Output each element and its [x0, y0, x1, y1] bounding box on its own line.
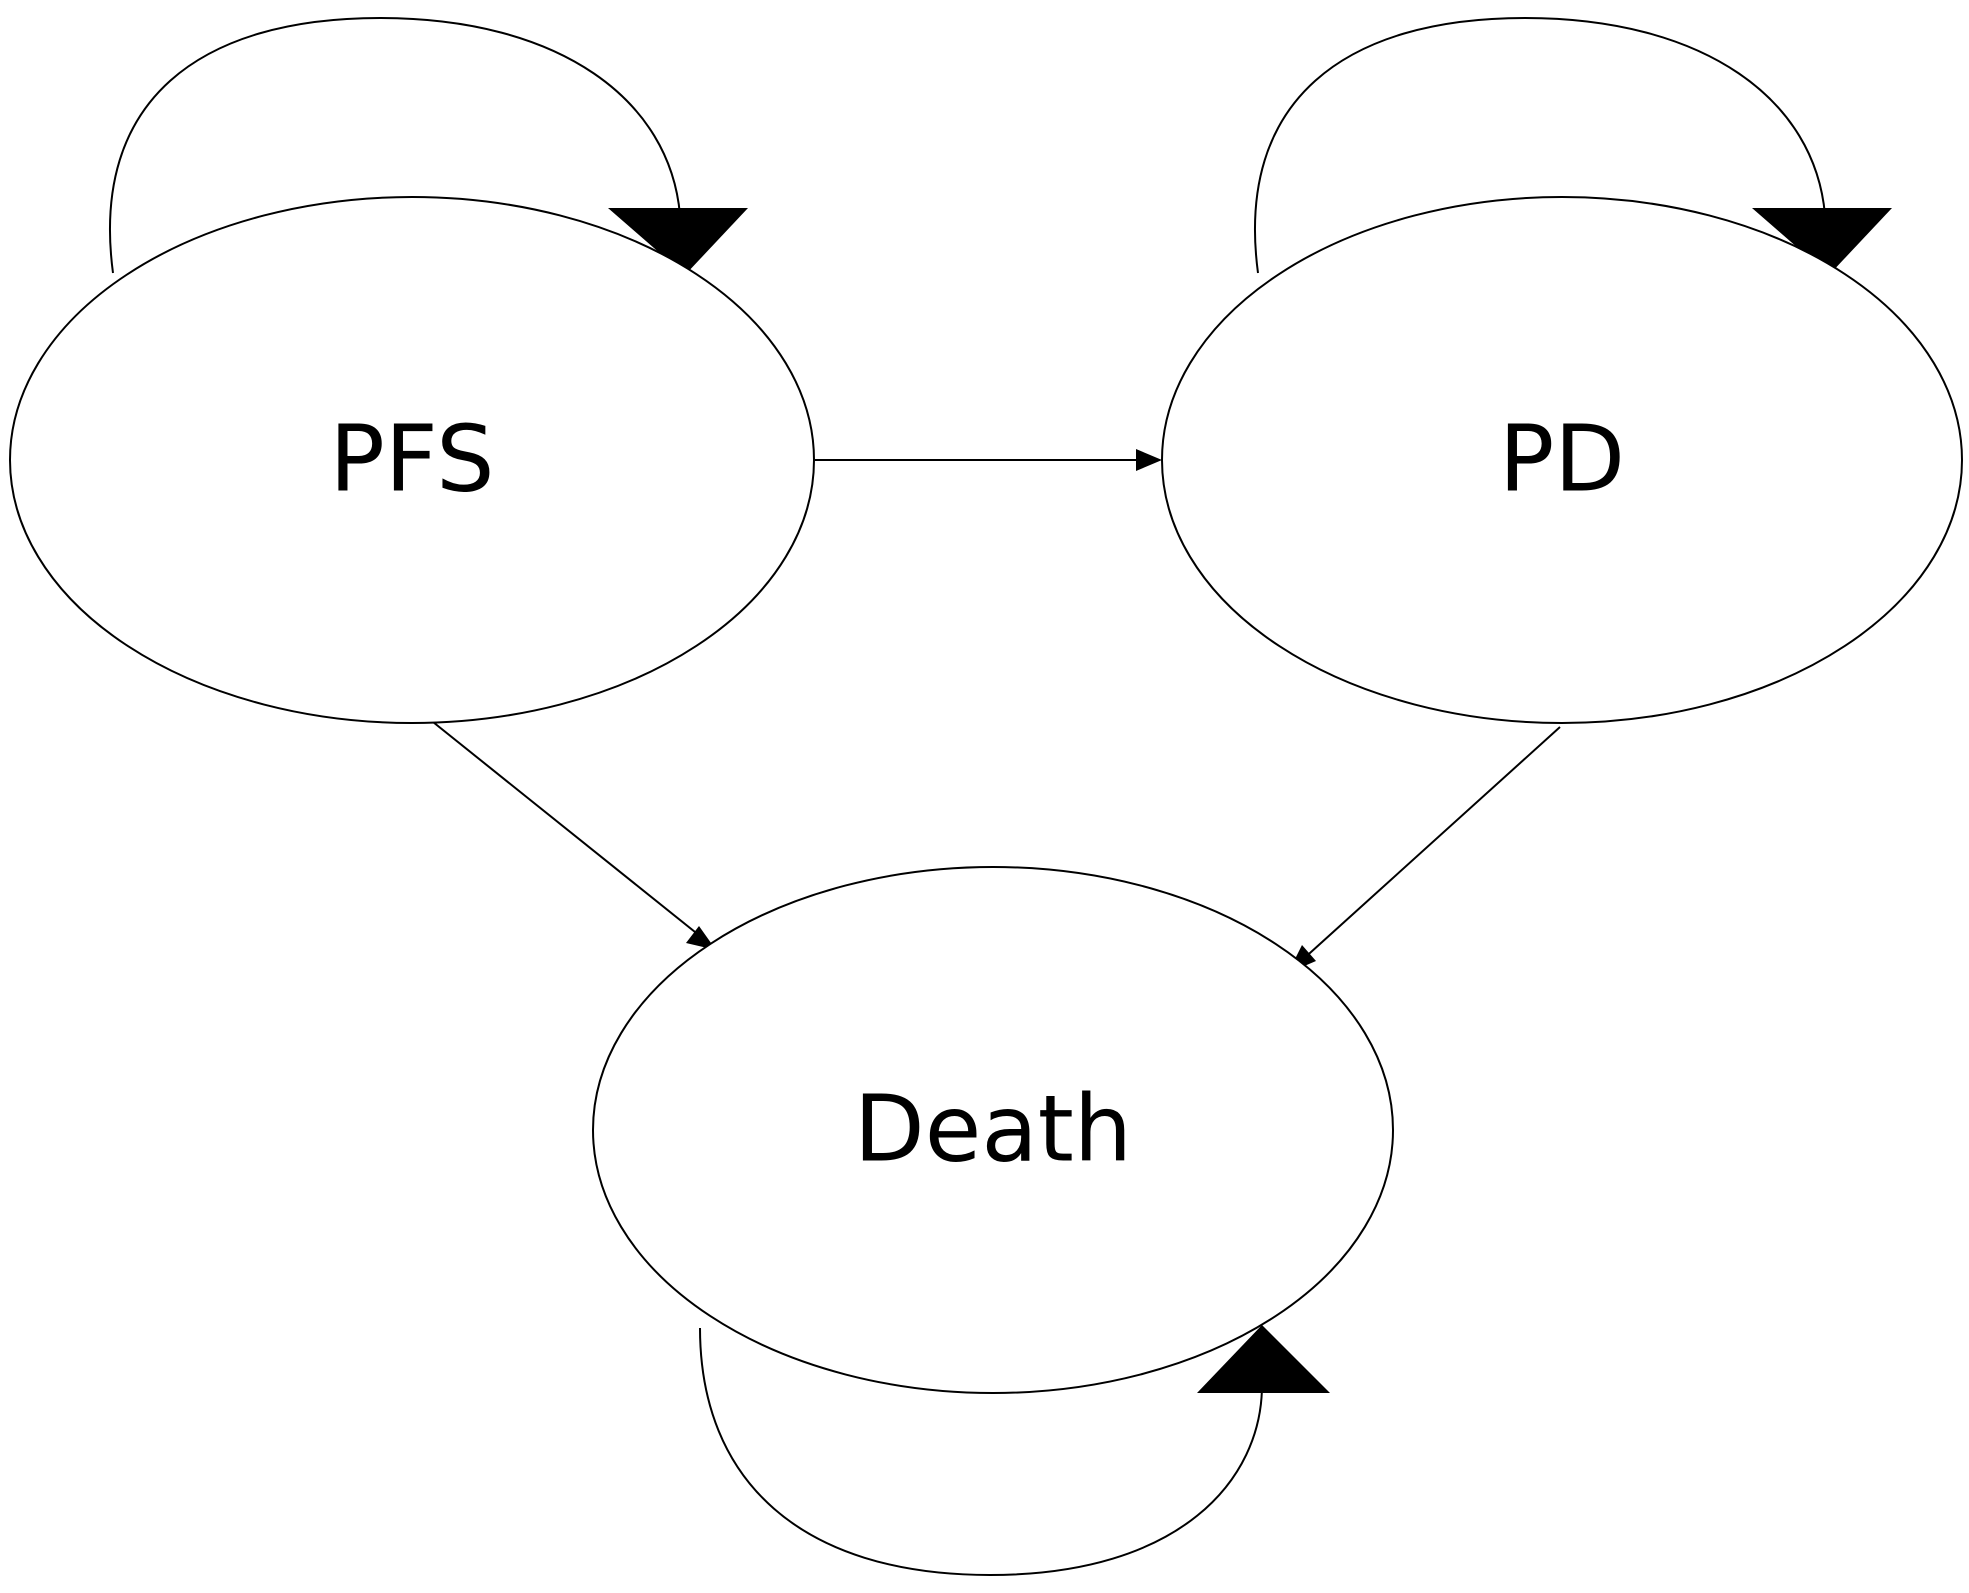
state-pfs-label: PFS	[329, 405, 494, 512]
state-pd-label: PD	[1499, 405, 1625, 512]
state-death-label: Death	[854, 1075, 1132, 1182]
loop-pd-arc	[1253, 16, 1826, 274]
loop-death-arrowhead	[1197, 1325, 1330, 1393]
loop-pfs-arrowhead	[608, 208, 748, 275]
loop-pd-arrowhead	[1752, 208, 1892, 275]
loop-pfs-arc	[108, 16, 681, 274]
state-death	[592, 866, 1394, 1394]
state-pd	[1161, 196, 1963, 724]
edge-pfs-to-death	[432, 721, 706, 941]
edge-pd-to-death	[1299, 726, 1561, 963]
edge-pfs-to-pd-arrowhead	[1136, 449, 1162, 471]
state-pfs	[9, 196, 815, 724]
loop-death-arc	[699, 1327, 1263, 1577]
